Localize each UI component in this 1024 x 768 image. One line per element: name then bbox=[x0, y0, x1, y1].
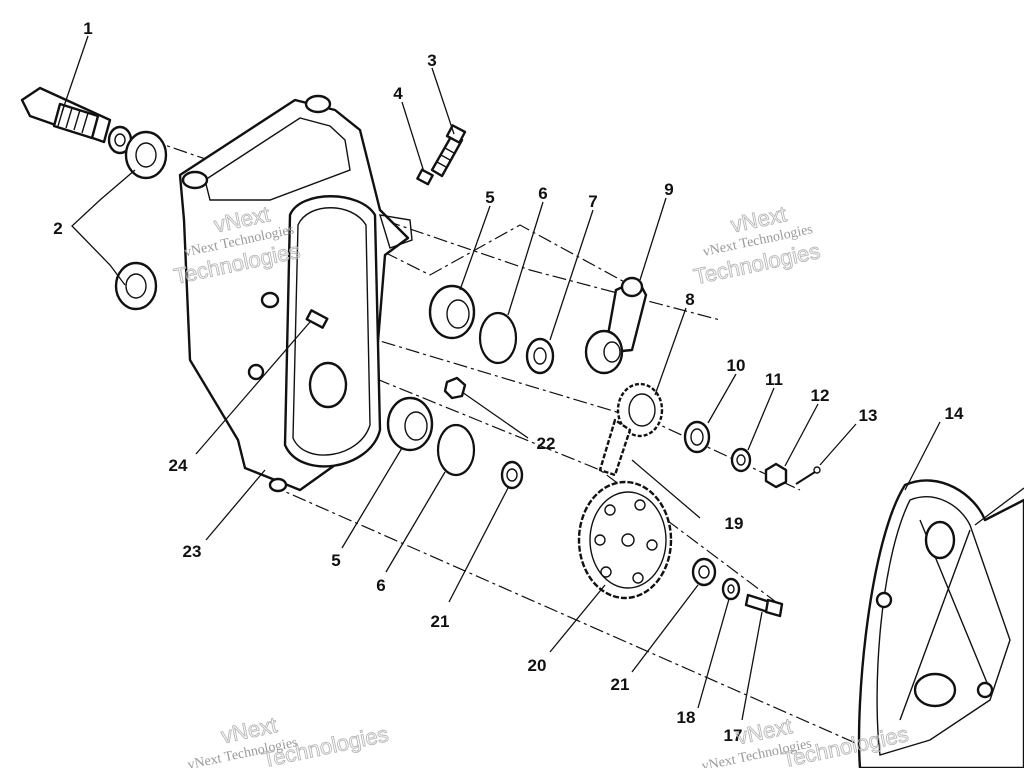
callout-12: 12 bbox=[811, 386, 830, 405]
callout-5-lower: 5 bbox=[331, 551, 340, 570]
callout-6-upper: 6 bbox=[538, 184, 547, 203]
lock-washer-part-18 bbox=[721, 577, 741, 601]
splined-shaft-part-1 bbox=[20, 86, 133, 155]
chaincase-cover-part-14 bbox=[857, 479, 1024, 768]
callout-10: 10 bbox=[727, 356, 746, 375]
callout-19: 19 bbox=[725, 514, 744, 533]
callout-22: 22 bbox=[537, 434, 556, 453]
watermark-bottom-left: vNext vNext Technologies Technologies bbox=[186, 712, 391, 768]
bearing-part-5-lower bbox=[386, 396, 434, 452]
washer-part-10 bbox=[683, 420, 711, 454]
cotter-pin-part-13 bbox=[795, 466, 821, 485]
washer-part-11 bbox=[730, 447, 752, 473]
stud-part-24 bbox=[305, 309, 329, 329]
seal-part-2-lower bbox=[114, 261, 158, 311]
callout-numbers: 1 2 3 4 5 6 7 9 8 10 11 12 13 14 22 24 2… bbox=[53, 19, 964, 745]
callout-18: 18 bbox=[677, 708, 696, 727]
drive-chain-part-19 bbox=[598, 418, 632, 477]
washer-part-21-lower bbox=[691, 557, 717, 587]
bushing-part-7 bbox=[525, 337, 555, 375]
washer-part-21-upper bbox=[500, 460, 524, 490]
bolt-part-3 bbox=[430, 124, 467, 178]
callout-2: 2 bbox=[53, 219, 62, 238]
watermark-big-bottom: Technologies bbox=[260, 721, 391, 768]
snap-ring-part-6-lower bbox=[436, 423, 476, 477]
watermark-top-right: vNext vNext Technologies Technologies bbox=[691, 201, 823, 290]
seal-part-2-upper bbox=[124, 130, 168, 180]
callout-1: 1 bbox=[83, 19, 92, 38]
snap-ring-part-6-upper bbox=[478, 311, 518, 365]
callout-6-lower: 6 bbox=[376, 576, 385, 595]
callout-leaders bbox=[61, 35, 1024, 721]
callout-4: 4 bbox=[393, 84, 403, 103]
bearing-part-5-upper bbox=[428, 284, 476, 340]
callout-21-lower: 21 bbox=[611, 675, 630, 694]
callout-3: 3 bbox=[427, 51, 436, 70]
callout-5-upper: 5 bbox=[485, 188, 494, 207]
lower-sprocket-part-20 bbox=[577, 480, 673, 600]
bolt-part-17 bbox=[744, 593, 784, 618]
tensioner-arm-part-9 bbox=[584, 276, 648, 375]
nut-part-12 bbox=[764, 462, 788, 489]
callout-11: 11 bbox=[765, 370, 783, 389]
callout-9: 9 bbox=[664, 180, 673, 199]
callout-17: 17 bbox=[724, 726, 743, 745]
callout-23: 23 bbox=[183, 542, 202, 561]
callout-14: 14 bbox=[945, 404, 964, 423]
chaincase-housing-part-23 bbox=[178, 94, 413, 493]
callout-7: 7 bbox=[588, 192, 597, 211]
nut-part-4 bbox=[416, 168, 434, 186]
callout-8: 8 bbox=[685, 290, 694, 309]
callout-13: 13 bbox=[859, 406, 878, 425]
upper-sprocket-part-8 bbox=[616, 382, 664, 438]
callout-21-upper: 21 bbox=[431, 612, 450, 631]
callout-24: 24 bbox=[169, 456, 188, 475]
nut-part-22 bbox=[443, 376, 467, 400]
callout-20: 20 bbox=[528, 656, 547, 675]
